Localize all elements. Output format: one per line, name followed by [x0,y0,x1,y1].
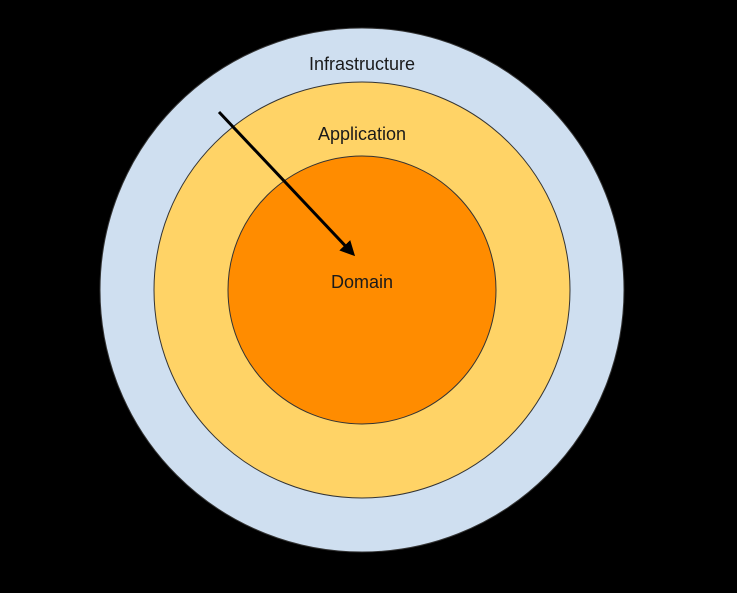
domain-label: Domain [331,272,393,292]
arrow-icon [217,110,356,257]
infrastructure-label: Infrastructure [309,54,415,74]
domain-core [227,155,497,425]
application-label: Application [318,124,406,144]
